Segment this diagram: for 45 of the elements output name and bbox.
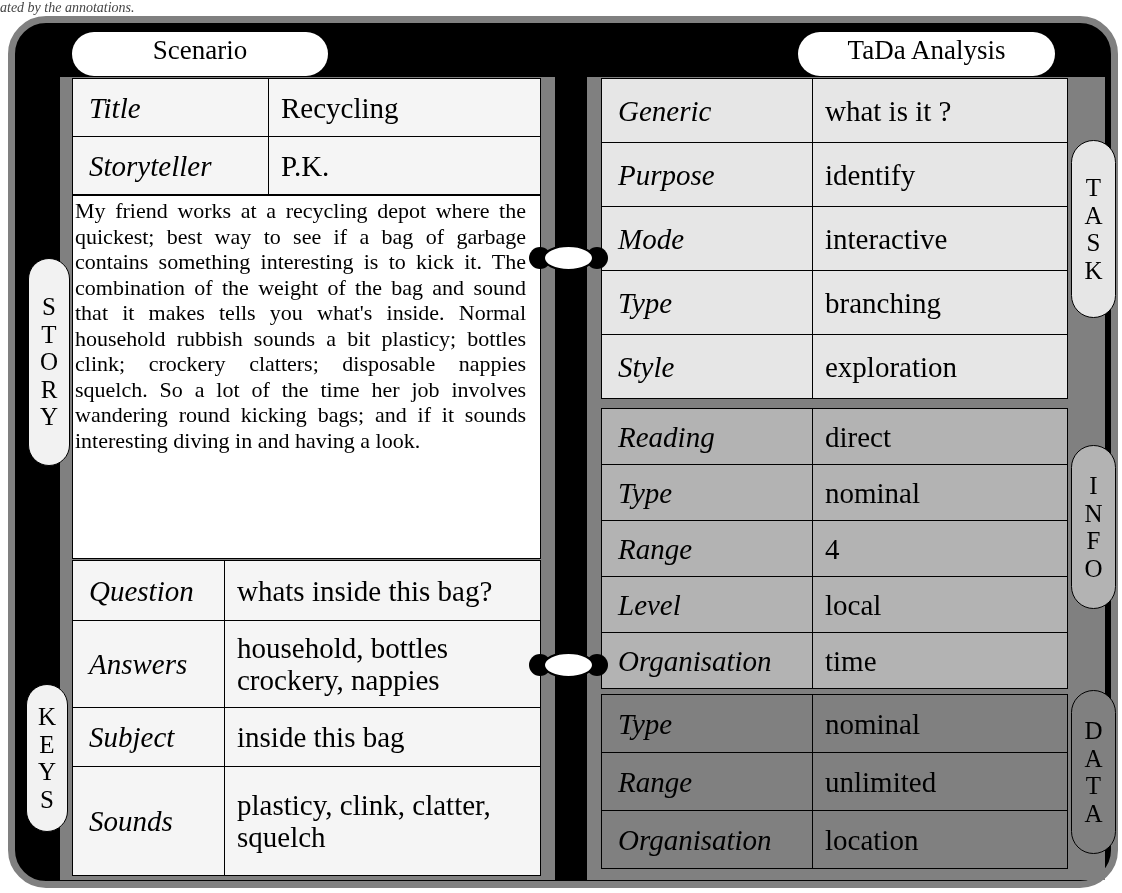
field-name-cell: Type xyxy=(601,694,813,753)
story-paragraph: My friend works at a recycling depot where the quickest; best way to see if a bag of garbage contains something interesting is to kick it. The combination of the weight of the bag and sound that it makes tells you what's inside. Normal household rubbish sounds a bit plasticy; bottles clink; crockery clatters; disposable nappies squelch. So a lot of the time her job involves wandering round kicking bags; and if it sounds interesting diving in and having a look. xyxy=(72,194,541,559)
field-value-cell: branching xyxy=(812,270,1068,335)
field-name-cell: Storyteller xyxy=(72,136,269,195)
field-name-cell: Sounds xyxy=(72,766,225,876)
field-name-cell: Type xyxy=(601,270,813,335)
field-name-cell: Level xyxy=(601,576,813,633)
side-tab: STORY xyxy=(28,258,70,466)
field-value-cell: identify xyxy=(812,142,1068,207)
caption-fragment: ated by the annotations. xyxy=(0,0,135,16)
side-tab: DATA xyxy=(1071,690,1116,854)
field-value-cell: nominal xyxy=(812,464,1068,521)
field-name-cell: Organisation xyxy=(601,632,813,689)
field-name-cell: Title xyxy=(72,78,269,137)
field-value-cell: whats inside this bag? xyxy=(224,560,541,621)
field-name-cell: Type xyxy=(601,464,813,521)
field-value-cell: 4 xyxy=(812,520,1068,577)
field-name-cell: Purpose xyxy=(601,142,813,207)
page-tab: TaDa Analysis xyxy=(798,32,1055,76)
side-tab: INFO xyxy=(1071,445,1116,609)
field-value-cell: nominal xyxy=(812,694,1068,753)
field-value-cell: household, bottles crockery, nappies xyxy=(224,620,541,708)
field-name-cell: Range xyxy=(601,520,813,577)
side-tab: TASK xyxy=(1071,140,1116,318)
field-name-cell: Mode xyxy=(601,206,813,271)
field-name-cell: Generic xyxy=(601,78,813,143)
side-tab: KEYS xyxy=(26,684,68,832)
field-value-cell: inside this bag xyxy=(224,707,541,767)
field-name-cell: Subject xyxy=(72,707,225,767)
page-tab: Scenario xyxy=(72,32,328,76)
field-value-cell: time xyxy=(812,632,1068,689)
field-value-cell: Recycling xyxy=(268,78,541,137)
field-value-cell: interactive xyxy=(812,206,1068,271)
field-value-cell: location xyxy=(812,810,1068,869)
field-name-cell: Question xyxy=(72,560,225,621)
field-value-cell: direct xyxy=(812,408,1068,465)
field-name-cell: Organisation xyxy=(601,810,813,869)
field-name-cell: Answers xyxy=(72,620,225,708)
field-value-cell: local xyxy=(812,576,1068,633)
field-value-cell: exploration xyxy=(812,334,1068,399)
field-value-cell: what is it ? xyxy=(812,78,1068,143)
field-value-cell: P.K. xyxy=(268,136,541,195)
field-name-cell: Style xyxy=(601,334,813,399)
field-name-cell: Reading xyxy=(601,408,813,465)
field-value-cell: plasticy, clink, clatter, squelch xyxy=(224,766,541,876)
